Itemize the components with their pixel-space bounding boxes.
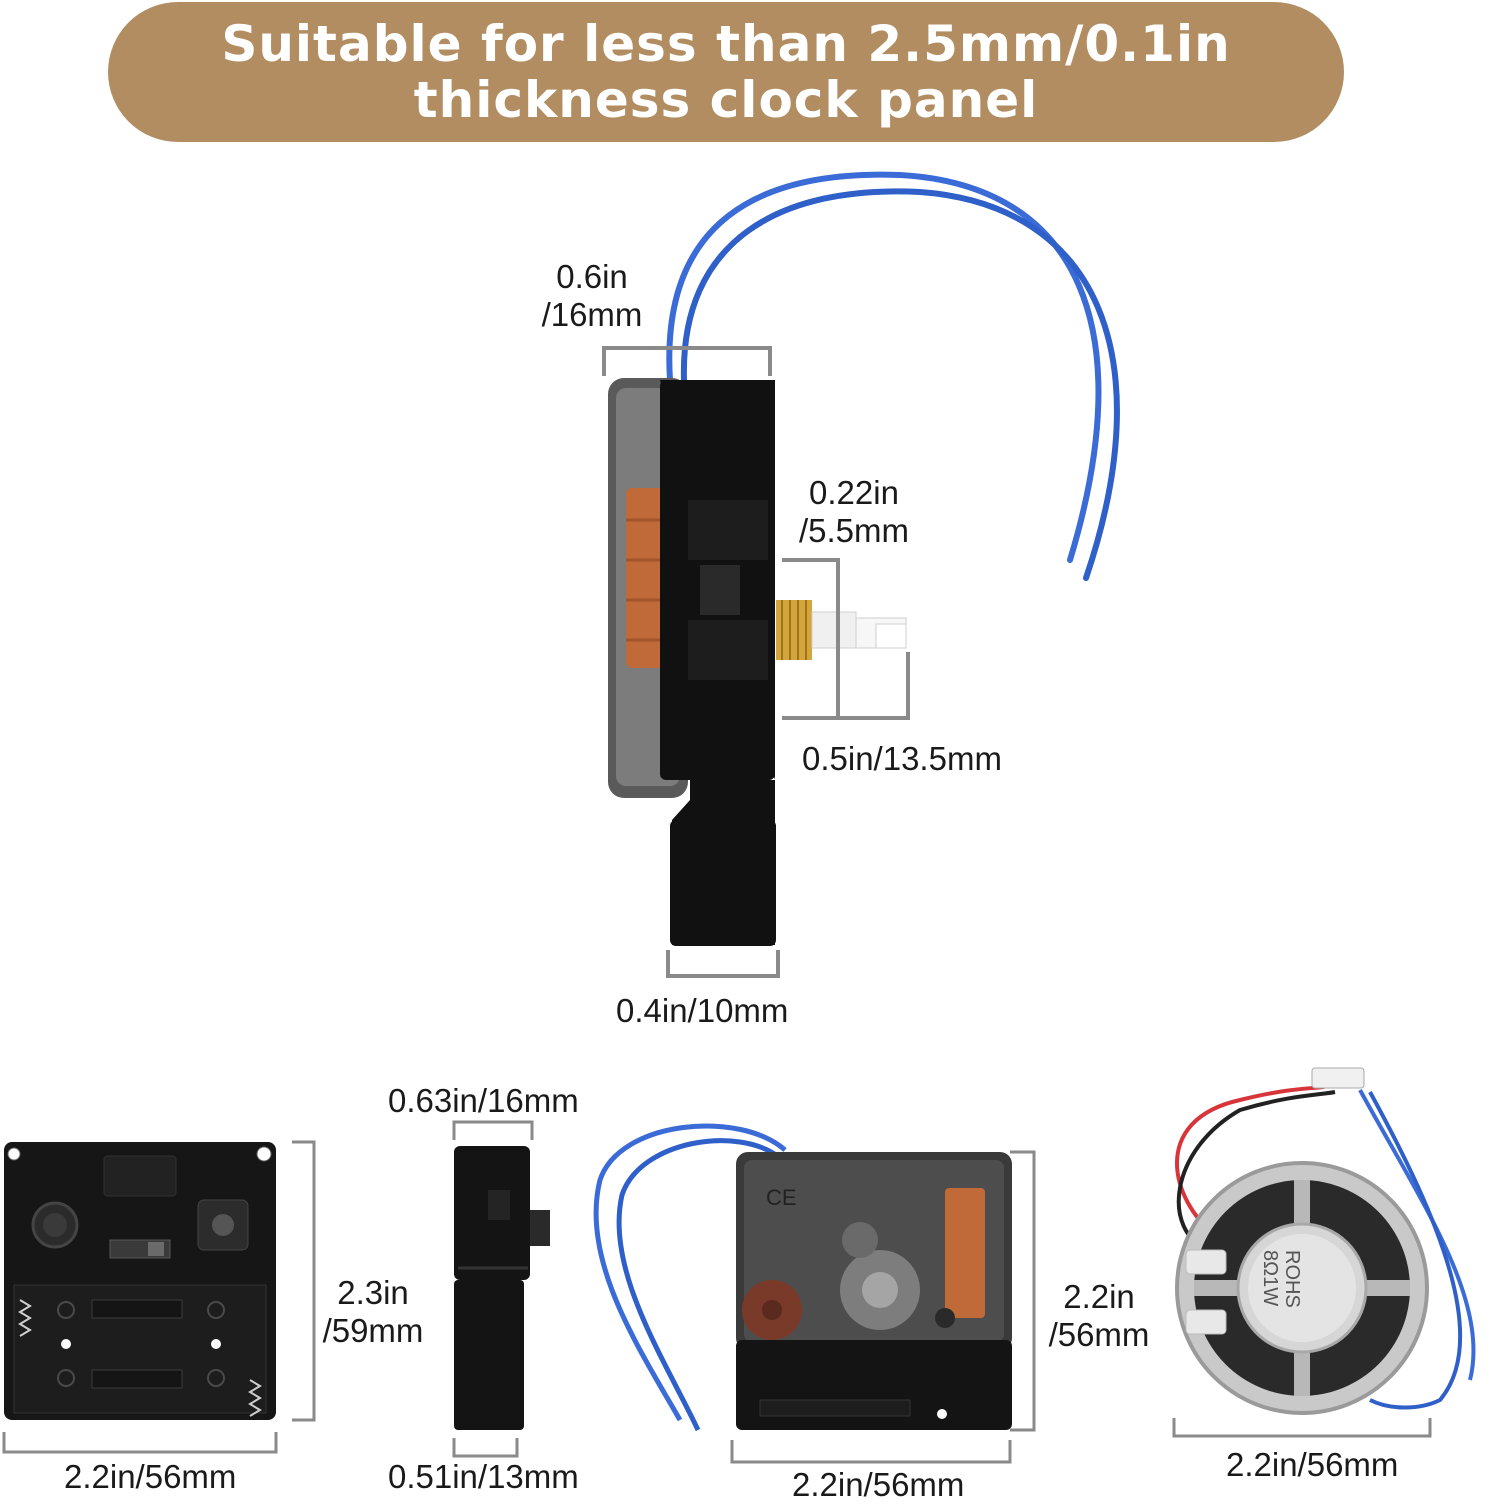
side-bottom-width-label: 0.4in/10mm [616, 992, 789, 1029]
speaker-width-label: 2.2in/56mm [1226, 1446, 1399, 1483]
front-view-dimension-lines [730, 1150, 1036, 1464]
front-view-movement: CE [593, 1123, 1012, 1432]
edge-top-width-label: 0.63in/16mm [388, 1082, 579, 1119]
side-top-width-line2: /16mm [541, 296, 643, 333]
spring-icon-2 [248, 1379, 262, 1417]
edge-bottom-width-label: 0.51in/13mm [388, 1458, 579, 1495]
connector-icon [1311, 1067, 1365, 1089]
shaft-height-line1: 0.22in [809, 474, 899, 511]
banner-line-2: thickness clock panel [413, 71, 1039, 129]
edge-view-movement [454, 1146, 550, 1430]
speaker-marking-2: 8Ω1W [1259, 1250, 1281, 1306]
side-wire-1 [666, 171, 1102, 563]
shaft-length-label: 0.5in/13.5mm [802, 740, 1002, 777]
front-height-label: 2.2in /56mm [1044, 1278, 1154, 1354]
back-view-dimension-lines [2, 1140, 316, 1454]
side-wire-2 [680, 188, 1120, 581]
side-view-movement [608, 171, 1120, 946]
front-height-line1: 2.2in [1063, 1278, 1135, 1315]
side-view-dimension-lines [602, 346, 910, 978]
shaft-height-line2: /5.5mm [798, 512, 910, 549]
shaft-height-label: 0.22in /5.5mm [788, 474, 920, 550]
edge-view-dimension-lines [452, 1120, 534, 1458]
back-width-label: 2.2in/56mm [64, 1458, 237, 1495]
front-height-line2: /56mm [1048, 1316, 1150, 1353]
speaker-dimension-lines [1172, 1418, 1432, 1438]
front-width-label: 2.2in/56mm [792, 1466, 965, 1503]
back-height-line2: /59mm [322, 1312, 424, 1349]
back-height-line1: 2.3in [337, 1274, 409, 1311]
front-wire-2 [616, 1138, 782, 1432]
side-top-width-line1: 0.6in [556, 258, 628, 295]
ce-mark: CE [766, 1185, 797, 1210]
speaker: ROHS 8Ω1W [1175, 1067, 1476, 1415]
back-height-label: 2.3in /59mm [318, 1274, 428, 1350]
speaker-marking-1: ROHS [1281, 1250, 1303, 1308]
banner-line-1: Suitable for less than 2.5mm/0.1in [221, 15, 1231, 73]
back-view-movement [4, 1142, 276, 1420]
front-wire-1 [593, 1123, 787, 1422]
spring-icon [18, 1299, 32, 1337]
side-top-width-label: 0.6in /16mm [530, 258, 654, 334]
title-banner: Suitable for less than 2.5mm/0.1in thick… [108, 2, 1344, 142]
